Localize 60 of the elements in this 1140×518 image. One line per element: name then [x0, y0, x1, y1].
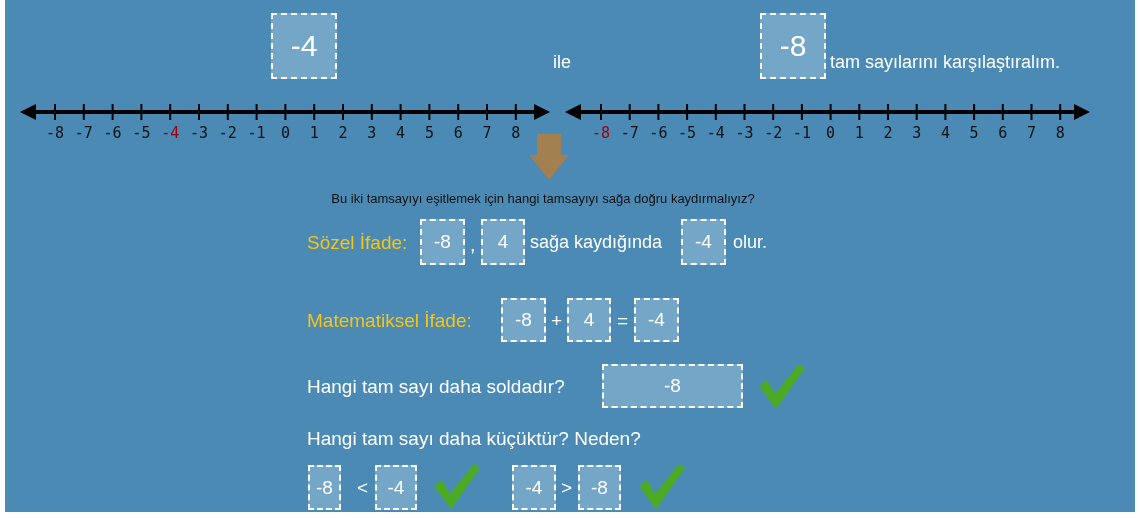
tick-label: -1 — [792, 125, 811, 141]
tick-label: -1 — [247, 125, 266, 141]
tick-label: -2 — [764, 125, 783, 141]
tick-label: 7 — [1027, 125, 1036, 141]
sentence-text: sağa kaydığında — [530, 233, 663, 251]
tick-label: 2 — [338, 125, 348, 141]
tick-label: 8 — [511, 125, 521, 141]
tick-label: -7 — [74, 125, 93, 141]
answer-box: -4 — [512, 465, 556, 510]
answer-box: -4 — [271, 13, 337, 79]
comma: , — [470, 234, 476, 254]
tick-label: -3 — [735, 125, 754, 141]
tick-label: -4 — [161, 125, 180, 141]
tick-label: -3 — [189, 125, 209, 141]
tick-label: 2 — [883, 125, 893, 141]
answer-box: -8 — [308, 465, 341, 510]
tick-label: 3 — [912, 125, 922, 141]
answer-box: -4 — [375, 465, 417, 510]
tick-label: 4 — [396, 125, 406, 141]
tick-label: 1 — [854, 125, 864, 141]
answer-box: 4 — [567, 298, 611, 342]
label-text: Sözel İfade: — [307, 232, 408, 252]
less-than-sign: < — [357, 477, 369, 497]
answer-box: -8 — [760, 13, 826, 79]
question-text: Hangi tam sayı daha soldadır? — [307, 376, 565, 396]
tick-label: 1 — [309, 125, 319, 141]
answer-box: -8 — [602, 364, 743, 408]
tick-label: -4 — [706, 125, 725, 141]
tick-label: 3 — [367, 125, 377, 141]
tick-label: 7 — [482, 125, 492, 141]
tick-label: -8 — [591, 125, 611, 141]
question-text: Hangi tam sayı daha küçüktür? Neden? — [307, 428, 641, 448]
tick-label: 4 — [940, 125, 950, 141]
answer-box: -4 — [634, 298, 679, 342]
tick-label: -6 — [103, 125, 122, 141]
tick-label: -8 — [45, 125, 65, 141]
tick-label: -5 — [678, 125, 697, 141]
tick-label: 6 — [453, 125, 463, 141]
tick-label: 0 — [280, 125, 290, 141]
question-text: Bu iki tamsayıyı eşitlemek için hangi tamsayıyı sağa doğru kaydırmalıyız? — [331, 191, 755, 205]
tick-label: 5 — [969, 125, 979, 141]
answer-box: -4 — [681, 219, 726, 265]
sentence-text: olur. — [733, 233, 768, 251]
greater-than-sign: > — [561, 477, 573, 497]
tick-label: 8 — [1055, 125, 1065, 141]
tick-label: 6 — [998, 125, 1008, 141]
answer-box: -8 — [420, 219, 465, 265]
answer-box: -8 — [578, 465, 621, 510]
tick-label: -2 — [218, 125, 237, 141]
answer-box: -8 — [501, 298, 546, 342]
label-text: Matematiksel İfade: — [307, 310, 472, 330]
plus-sign: + — [551, 310, 563, 330]
tick-label: 0 — [826, 125, 836, 141]
connector-word: ile — [553, 53, 571, 71]
tick-label: -7 — [620, 125, 639, 141]
tick-label: 5 — [424, 125, 434, 141]
equals-sign: = — [617, 310, 629, 330]
answer-box: 4 — [481, 219, 525, 265]
tick-label: -5 — [132, 125, 151, 141]
tick-label: -6 — [649, 125, 668, 141]
